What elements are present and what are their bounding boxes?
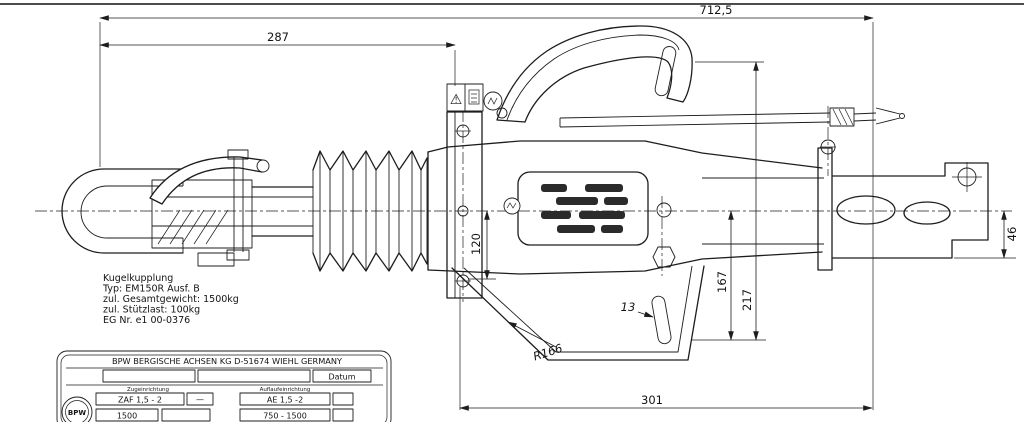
grille-slats bbox=[541, 184, 628, 233]
spec-notes: Kugelkupplung Typ: EM150R Ausf. B zul. G… bbox=[102, 273, 239, 326]
nameplate-value-left: 1500 bbox=[117, 412, 137, 421]
nameplate-header: BPW BERGISCHE ACHSEN KG D-51674 WIEHL GE… bbox=[112, 356, 343, 366]
handbrake-lever bbox=[496, 25, 693, 123]
warning-icon: ⚠ bbox=[450, 92, 463, 108]
approval-mark-icon bbox=[483, 91, 503, 111]
coupling-hatch bbox=[157, 209, 229, 245]
warning-label: ⚠ bbox=[446, 83, 503, 112]
nameplate-box-type-right bbox=[239, 392, 331, 406]
rod-clevis bbox=[875, 107, 901, 125]
bpw-logo-text: BPW bbox=[68, 409, 86, 417]
end-plate bbox=[817, 147, 833, 271]
nameplate-box-empty-1 bbox=[102, 369, 196, 383]
mounting-flange bbox=[446, 111, 483, 299]
manual-icon bbox=[468, 89, 480, 105]
pivot-bolt bbox=[656, 202, 672, 218]
note-line-1: Kugelkupplung bbox=[103, 273, 173, 284]
hex-nut bbox=[652, 246, 676, 268]
dim-overall: 712,5 bbox=[700, 3, 733, 17]
nameplate-datum-label: Datum bbox=[328, 373, 355, 382]
nameplate-type-right: AE 1,5 -2 bbox=[267, 396, 303, 405]
centerlines bbox=[35, 106, 1012, 302]
nameplate-type-left: ZAF 1,5 - 2 bbox=[118, 396, 162, 405]
coupling-body bbox=[151, 179, 253, 249]
grille-plate bbox=[517, 171, 649, 246]
nameplate-box-type-left bbox=[95, 392, 185, 406]
note-line-4: zul. Stützlast: 100kg bbox=[103, 305, 200, 316]
dim-167: 167 bbox=[715, 271, 729, 293]
brake-rod bbox=[559, 107, 905, 128]
bpw-logo: BPW bbox=[61, 396, 93, 422]
type-nameplate: BPW BERGISCHE ACHSEN KG D-51674 WIEHL GE… bbox=[56, 350, 392, 422]
note-line-3: zul. Gesamtgewicht: 1500kg bbox=[103, 294, 239, 305]
nameplate-box-weight bbox=[95, 408, 159, 422]
rubber-bellows bbox=[312, 150, 428, 272]
bracket-slot-left bbox=[836, 195, 896, 225]
dim-front: 287 bbox=[267, 30, 289, 44]
nameplate-box-empty-2 bbox=[197, 369, 311, 383]
nameplate-box-range bbox=[239, 408, 331, 422]
dim-bottom: 301 bbox=[641, 393, 663, 407]
nameplate-col-left: Zugeinrichtung bbox=[127, 387, 169, 393]
dim-46: 46 bbox=[1005, 227, 1019, 242]
bolt-nut bbox=[226, 249, 250, 261]
nameplate-box-note bbox=[186, 392, 214, 406]
dimension-texts: 712,5 287 301 120 167 217 46 13 R166 bbox=[267, 3, 1019, 407]
ball-coupling bbox=[61, 149, 314, 267]
dim-120: 120 bbox=[469, 233, 483, 255]
lever-bracket bbox=[451, 265, 705, 361]
nameplate-type-left-note: — bbox=[196, 395, 204, 404]
bracket-oblong-slot bbox=[651, 295, 672, 345]
nameplate-box-small-2 bbox=[161, 408, 211, 422]
lever-pivot bbox=[496, 107, 508, 119]
bracket-slot-right bbox=[903, 201, 951, 225]
axle-bracket bbox=[817, 139, 989, 271]
bolt-head bbox=[227, 149, 249, 160]
note-line-2: Typ: EM150R Ausf. B bbox=[102, 284, 200, 295]
flange-hole-center bbox=[457, 205, 469, 217]
nameplate-col-right: Auflaufeinrichtung bbox=[260, 387, 311, 393]
dim-217: 217 bbox=[740, 289, 754, 311]
note-line-5: EG Nr. e1 00-0376 bbox=[103, 315, 190, 326]
handle-knob bbox=[256, 159, 270, 173]
rod-adjuster bbox=[829, 107, 855, 127]
nameplate-value-right: 750 - 1500 bbox=[263, 412, 307, 421]
nameplate-box-small-3 bbox=[332, 408, 354, 422]
nameplate-box-small-1 bbox=[332, 392, 354, 406]
hole-crosshair bbox=[952, 162, 982, 192]
nameplate-box-datum bbox=[312, 369, 372, 383]
dim-13: 13 bbox=[621, 300, 636, 314]
lever-grip-slot bbox=[654, 46, 677, 97]
clamp-detail bbox=[197, 252, 235, 267]
dimension-lines bbox=[99, 15, 1007, 411]
